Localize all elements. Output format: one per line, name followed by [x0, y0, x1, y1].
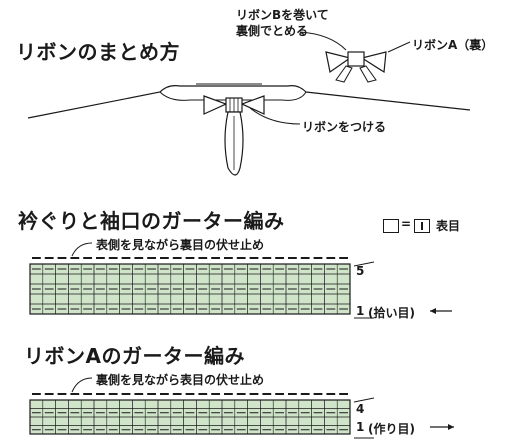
label-leader — [71, 377, 93, 393]
wrap-label-line2: 裏側でとめる — [236, 24, 309, 38]
attach-label: リボンをつける — [302, 120, 387, 134]
section2-row-top: 4 — [356, 402, 365, 416]
row-arrow — [353, 261, 375, 267]
section1-row-bottom: 1 — [356, 304, 365, 318]
arrow-right-head — [448, 424, 454, 430]
legend-text: 表目 — [436, 219, 461, 233]
row-arrow — [353, 397, 375, 403]
legend-knit-cell — [414, 219, 430, 233]
section1-bindoff-label: 表側を見ながら裏目の伏せ止め — [96, 238, 265, 252]
section1-row-top: 5 — [356, 264, 365, 278]
wrap-label-line1: リボンBを巻いて — [236, 8, 329, 22]
section2-row-bottom: 1 — [356, 420, 365, 434]
section2-bindoff-label: 裏側を見ながら表目の伏せ止め — [96, 373, 265, 387]
ribbon-title: リボンのまとめ方 — [16, 40, 180, 64]
arrow-left-head — [430, 308, 436, 314]
section2-title: リボンAのガーター編み — [24, 344, 245, 368]
knit-symbol — [421, 222, 423, 230]
ribbon-a-label: リボンA（裏） — [412, 38, 494, 52]
legend-blank-cell — [383, 219, 399, 233]
label-leader — [71, 242, 93, 257]
section1-row-bottom-note: (拾い目) — [368, 306, 415, 320]
stitch-cell — [336, 425, 351, 435]
section1-title: 衿ぐりと袖口のガーター編み — [18, 209, 285, 233]
section2-row-bottom-note: (作り目) — [368, 422, 415, 436]
legend-equals: = — [401, 217, 412, 231]
stitch-cell — [336, 303, 351, 315]
